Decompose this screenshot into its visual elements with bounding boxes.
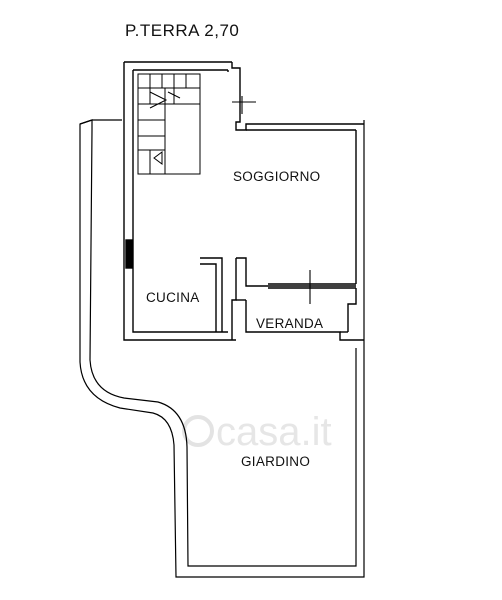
floor-title: P.TERRA 2,70 — [125, 21, 239, 40]
door-marks — [232, 96, 311, 304]
watermark-text: casa.it — [216, 410, 332, 454]
house-walls — [123, 61, 364, 341]
staircase — [137, 73, 201, 175]
room-label-cucina: CUCINA — [146, 290, 200, 305]
room-label-veranda: VERANDA — [256, 316, 323, 331]
watermark: casa.it — [182, 410, 332, 454]
room-label-soggiorno: SOGGIORNO — [233, 169, 320, 184]
room-label-giardino: GIARDINO — [241, 454, 310, 469]
garden-boundary — [79, 119, 365, 578]
